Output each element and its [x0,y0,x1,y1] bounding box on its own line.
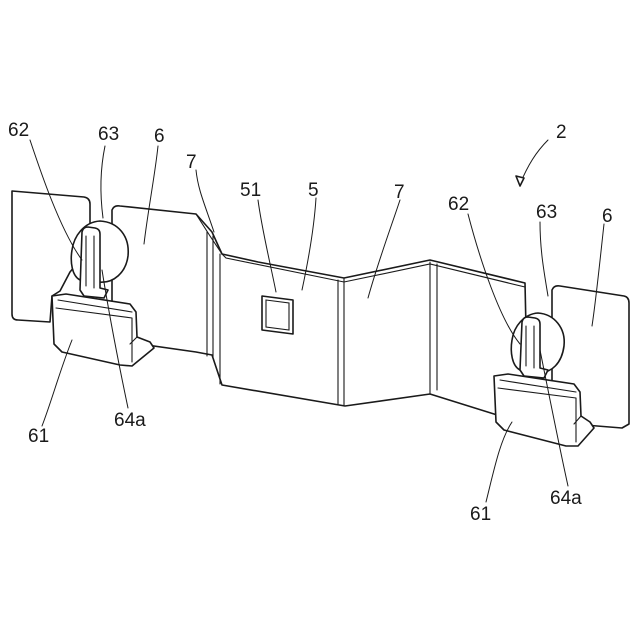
label-center-plate-5: 5 [308,180,319,201]
label-assembly-2: 2 [556,122,567,143]
leader-right-63 [540,222,548,296]
label-right-notch-63: 63 [536,202,557,223]
leader-left-63 [101,146,105,218]
leader-right-61 [486,422,512,502]
label-left-plate-6: 6 [154,126,165,147]
label-right-slit-64a: 64a [550,488,582,509]
label-left-slit-64a: 64a [114,410,146,431]
label-right-clip-61: 61 [470,504,491,525]
main-plate-body [112,206,528,420]
label-right-bend-7: 7 [394,182,405,203]
label-left-clip-61: 61 [28,426,49,447]
label-left-hook-62: 62 [8,120,29,141]
label-right-hook-62: 62 [448,194,469,215]
label-left-notch-63: 63 [98,124,119,145]
leader-left-61 [42,340,72,426]
label-left-bend-7: 7 [186,152,197,173]
label-window-51: 51 [240,180,261,201]
leader-2-arrow [516,176,524,186]
label-right-plate-6: 6 [602,206,613,227]
